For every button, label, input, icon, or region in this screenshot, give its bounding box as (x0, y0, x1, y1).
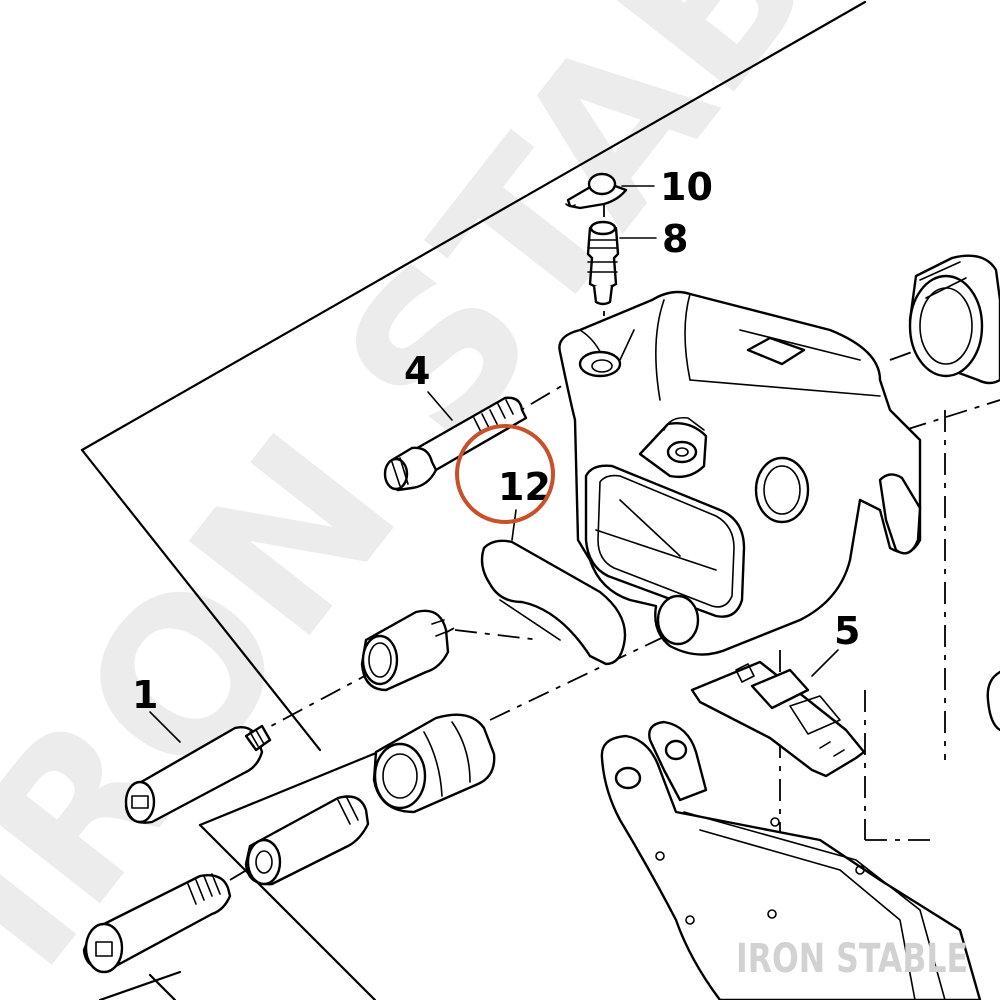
caliper-piston (908, 254, 1000, 385)
brake-pad (600, 720, 982, 1000)
lower-bolt (82, 873, 232, 974)
callout-labels: 10 8 4 12 5 1 (132, 165, 860, 717)
highlight-circle (455, 424, 555, 524)
mounting-bolt (383, 396, 528, 492)
watermark-signature: IRON STABLE (736, 936, 968, 982)
pin-sleeve (244, 795, 370, 886)
pin-boot (372, 713, 496, 814)
callout-10: 10 (660, 165, 713, 209)
bleeder-cap (565, 172, 628, 210)
anti-rattle-spring (690, 660, 866, 778)
edge-part (986, 670, 1000, 732)
caliper-body (558, 290, 922, 656)
piston-seal (480, 539, 627, 666)
guide-pin (124, 724, 272, 824)
callout-5: 5 (834, 609, 860, 653)
callout-8: 8 (662, 217, 688, 261)
bleeder-screw (586, 220, 620, 306)
pin-bushing-upper (360, 609, 450, 692)
callout-1: 1 (132, 673, 158, 717)
frame-lines (80, 0, 867, 1000)
callout-4: 4 (404, 349, 430, 393)
leader-lines (149, 185, 839, 743)
